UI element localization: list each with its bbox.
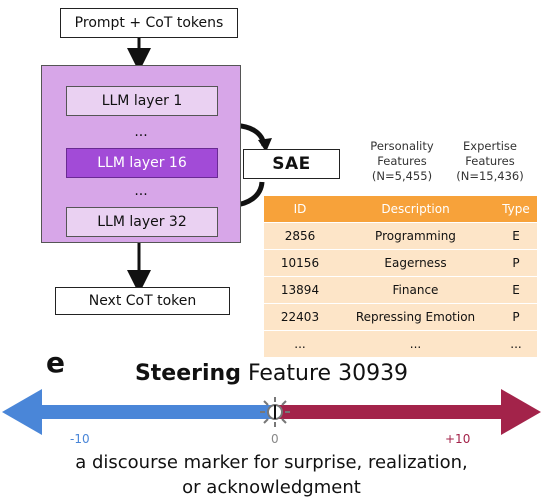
llm-layer-32-label: LLM layer 32 — [97, 214, 187, 230]
caption-line2: or acknowledgment — [182, 477, 361, 498]
tick-zero: 0 — [271, 432, 279, 446]
cell-id: 22403 — [264, 303, 336, 331]
personality-line1: Personality — [370, 139, 434, 153]
cell-description: ... — [336, 330, 495, 358]
table-header-row: ID Description Type — [264, 196, 537, 223]
input-tokens-label: Prompt + CoT tokens — [74, 15, 224, 31]
personality-line2: Features — [377, 154, 427, 168]
cell-type: P — [495, 303, 537, 331]
llm-layer-32: LLM layer 32 — [66, 207, 218, 237]
table-row: 22403 Repressing Emotion P — [264, 303, 537, 331]
llm-layer-16-label: LLM layer 16 — [97, 155, 187, 171]
steering-positive-bar — [274, 405, 504, 419]
cell-id: 2856 — [264, 222, 336, 250]
feature-caption: a discourse marker for surprise, realiza… — [0, 450, 543, 500]
sae-box: SAE — [243, 149, 340, 179]
expertise-line2: Features — [465, 154, 515, 168]
cell-type: P — [495, 249, 537, 277]
cell-description: Programming — [336, 222, 495, 250]
personality-count: (N=5,455) — [371, 169, 433, 183]
cell-description: Finance — [336, 276, 495, 304]
output-token-label: Next CoT token — [88, 293, 197, 309]
panel-label: e — [46, 346, 65, 379]
steering-title: Steering Feature 30939 — [0, 361, 543, 386]
input-tokens-box: Prompt + CoT tokens — [60, 8, 238, 38]
steering-negative-arrowhead — [2, 389, 42, 435]
output-token-box: Next CoT token — [55, 287, 230, 315]
expertise-features-label: Expertise Features (N=15,436) — [446, 139, 534, 184]
table-row: 10156 Eagerness P — [264, 249, 537, 277]
cell-id: 13894 — [264, 276, 336, 304]
llm-layer-1: LLM layer 1 — [66, 86, 218, 116]
table-row: 13894 Finance E — [264, 276, 537, 304]
layer-dots-upper: ... — [134, 124, 148, 140]
steering-positive-arrowhead — [501, 389, 541, 435]
feature-table: ID Description Type 2856 Programming E 1… — [264, 196, 537, 358]
llm-layer-16: LLM layer 16 — [66, 148, 218, 178]
cell-description: Eagerness — [336, 249, 495, 277]
col-description: Description — [336, 196, 495, 223]
expertise-count: (N=15,436) — [456, 169, 524, 183]
steering-negative-bar — [38, 405, 274, 419]
caption-line1: a discourse marker for surprise, realiza… — [75, 452, 468, 473]
sae-label: SAE — [272, 154, 311, 174]
steering-title-bold: Steering — [134, 361, 241, 386]
steering-title-rest: Feature 30939 — [240, 361, 409, 386]
cell-id: ... — [264, 330, 336, 358]
tick-positive: +10 — [445, 432, 471, 446]
llm-panel: LLM layer 1 ... LLM layer 16 ... LLM lay… — [41, 65, 241, 243]
table-row: ... ... ... — [264, 330, 537, 358]
cell-description: Repressing Emotion — [336, 303, 495, 331]
expertise-line1: Expertise — [463, 139, 517, 153]
llm-layer-1-label: LLM layer 1 — [101, 93, 183, 109]
col-type: Type — [495, 196, 537, 223]
layer-dots-lower: ... — [134, 183, 148, 199]
tick-negative: -10 — [70, 432, 90, 446]
col-id: ID — [264, 196, 336, 223]
cell-type: ... — [495, 330, 537, 358]
cell-id: 10156 — [264, 249, 336, 277]
cell-type: E — [495, 276, 537, 304]
cell-type: E — [495, 222, 537, 250]
table-row: 2856 Programming E — [264, 222, 537, 250]
personality-features-label: Personality Features (N=5,455) — [362, 139, 442, 184]
steering-axis — [2, 389, 541, 435]
